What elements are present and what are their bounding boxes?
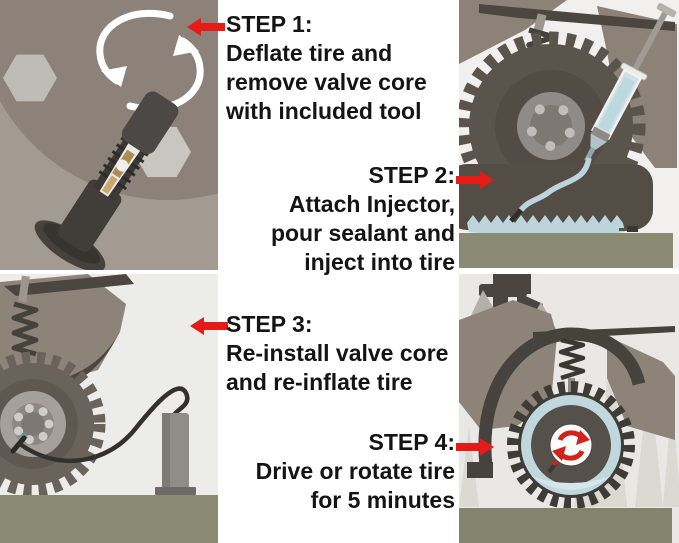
ground — [459, 233, 673, 268]
hexagon-tread-icon — [3, 54, 57, 102]
rotate-icon — [552, 430, 590, 461]
step3-line: Re-install valve core — [226, 340, 449, 366]
step2-line: pour sealant and — [270, 220, 455, 246]
step3-label: STEP 3: — [226, 311, 313, 337]
step2-label: STEP 2: — [368, 162, 456, 188]
panel-step1-illustration — [0, 0, 218, 270]
step1-line: remove valve core — [226, 69, 427, 95]
step1-text-block: STEP 1: Deflate tire and remove valve co… — [226, 10, 427, 126]
step3-text-block: STEP 3: Re-install valve core and re-inf… — [226, 310, 448, 397]
red-arrow-right-icon — [456, 171, 494, 189]
step3-line: and re-inflate tire — [226, 369, 413, 395]
sealant-injector-syringe — [584, 3, 677, 162]
step4-line: Drive or rotate tire — [255, 458, 455, 484]
air-pump — [155, 413, 196, 495]
valve-stem-with-tool — [34, 91, 179, 270]
wheel-frame-arch — [478, 327, 646, 467]
ground — [0, 495, 218, 543]
suspension-spring — [11, 301, 39, 357]
step4-text-block: STEP 4: Drive or rotate tire for 5 minut… — [256, 428, 455, 515]
tire-wheel — [0, 351, 106, 497]
injector-tube — [518, 157, 592, 212]
atv-body — [0, 274, 126, 386]
sealant-pool — [467, 215, 625, 237]
red-arrow-left-icon — [187, 18, 225, 36]
atv-rack-bar — [479, 4, 675, 31]
suspension-spring — [558, 337, 586, 381]
air-hose — [18, 386, 190, 464]
step4-line: for 5 minutes — [310, 487, 455, 513]
step1-label: STEP 1: — [226, 11, 313, 37]
tire-wheel-with-sealant-ring — [507, 381, 635, 509]
valve-tool-handle — [121, 91, 179, 154]
red-arrow-right-icon — [456, 438, 494, 456]
atv-handlebar — [479, 274, 543, 326]
deflated-tire-bottom — [459, 164, 653, 230]
step1-line: with included tool — [226, 98, 422, 124]
step1-line: Deflate tire and — [226, 40, 393, 66]
step2-text-block: STEP 2: Attach Injector, pour sealant an… — [271, 161, 455, 277]
step2-line: inject into tire — [304, 249, 455, 275]
panel-step4-illustration — [459, 274, 679, 543]
red-arrow-left-icon — [190, 317, 228, 335]
step2-line: Attach Injector, — [288, 191, 455, 217]
ground — [459, 508, 672, 543]
panel-step2-illustration — [459, 0, 679, 268]
step4-label: STEP 4: — [368, 429, 456, 455]
panel-step3-illustration — [0, 274, 218, 543]
